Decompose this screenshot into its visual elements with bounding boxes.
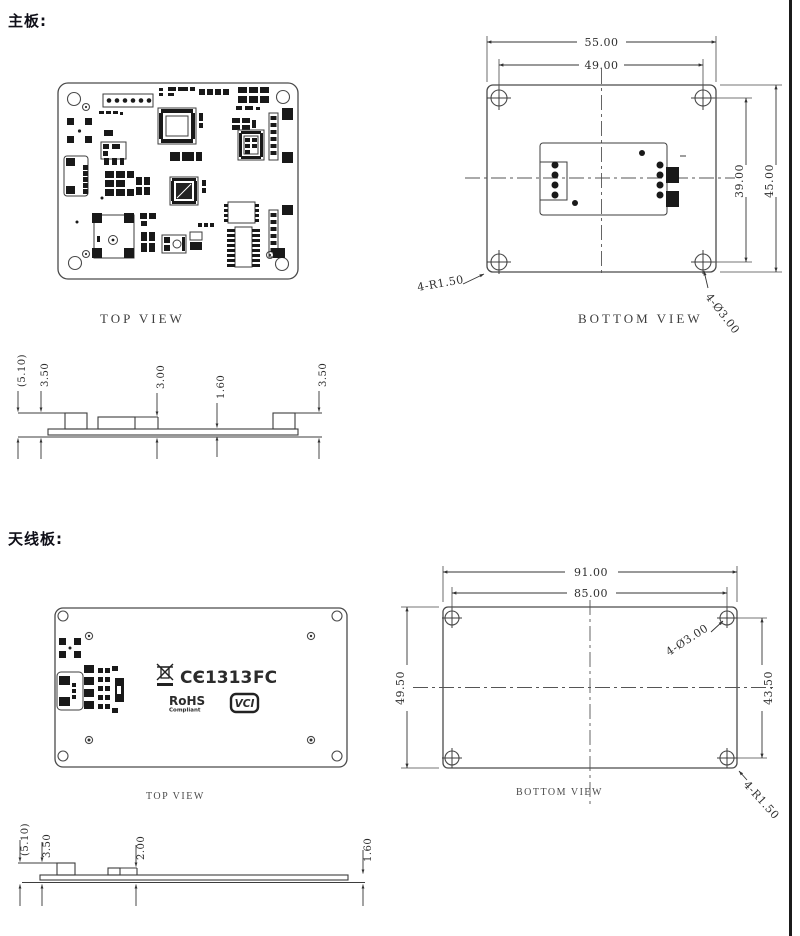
dim-mb-profile-pcb: 1.60	[216, 375, 227, 399]
mainboard-bottom-view-drawing: 55.00 49.00 39.00 45.00 4-R1.50 4-Ø3.00	[416, 36, 782, 337]
dim-mb-profile-right: 3.50	[318, 363, 329, 387]
dim-mb-profile-mid: 3.00	[156, 365, 167, 389]
dim-mb-profile-overall: (5.10)	[17, 354, 28, 387]
mainboard-mounting-holes	[487, 86, 715, 274]
antenna-top-view-drawing: CЄ1313 FC RoHS Compliant VCI	[54, 607, 348, 768]
mainboard-title: 主板:	[8, 12, 47, 30]
mainboard-bottom-view-label: BOTTOM VIEW	[578, 311, 703, 326]
mainboard-corner-holes	[66, 89, 291, 272]
antenna-profile-outline	[18, 862, 365, 884]
dim-mainboard-overall-width: 55.00	[585, 36, 619, 49]
mainboard-bottom-connector	[539, 142, 686, 216]
dim-antenna-hole-span-v: 43.50	[762, 671, 775, 705]
dim-antenna-hole-diameter: 4-Ø3.00	[664, 622, 711, 659]
dim-mainboard-hole-span-v: 39.00	[733, 164, 746, 198]
vci-logo: VCI	[229, 692, 260, 714]
dim-ant-profile-left: 3.50	[42, 834, 53, 858]
dim-antenna-corner-radius: 4-R1.50	[741, 778, 782, 822]
dim-mb-profile-left: 3.50	[40, 363, 51, 387]
rohs-mark: RoHS	[169, 694, 205, 708]
mainboard-top-view-label: TOP VIEW	[100, 311, 185, 326]
mainboard-top-view-drawing	[57, 82, 299, 280]
antenna-pcb-components	[56, 638, 124, 713]
dim-antenna-hole-span-h: 85.00	[574, 587, 608, 600]
antenna-top-view-label: TOP VIEW	[146, 791, 205, 802]
dim-mainboard-corner-radius: 4-R1.50	[416, 273, 465, 294]
antenna-title: 天线板:	[8, 530, 63, 548]
dim-ant-profile-mid: 2.00	[136, 836, 147, 860]
dim-ant-profile-pcb: 1.60	[363, 838, 374, 862]
mainboard-pcb-components	[63, 87, 293, 268]
dim-mainboard-hole-diameter: 4-Ø3.00	[703, 291, 743, 337]
antenna-bottom-view-label: BOTTOM VIEW	[516, 787, 603, 798]
dim-antenna-overall-height: 49.50	[394, 671, 407, 705]
dim-mainboard-overall-height: 45.00	[763, 164, 776, 198]
fcc-mark-icon: FC	[253, 668, 277, 688]
ce-mark: CЄ1313	[180, 668, 252, 688]
antenna-profile-drawing: (5.10) 3.50 2.00 1.60	[18, 823, 374, 906]
page-right-border	[789, 0, 792, 936]
dim-ant-profile-overall: (5.10)	[20, 823, 31, 856]
dim-mainboard-hole-span-h: 49.00	[585, 59, 619, 72]
vci-mark: VCI	[235, 698, 255, 710]
antenna-corner-holes	[57, 610, 343, 762]
mainboard-profile-drawing: (5.10) 3.50 3.00 1.60 3.50	[16, 354, 329, 459]
rohs-sub-mark: Compliant	[169, 708, 201, 714]
mainboard-profile-outline	[18, 412, 322, 438]
weee-icon	[156, 663, 174, 686]
dim-antenna-overall-width: 91.00	[574, 566, 608, 579]
antenna-bottom-view-drawing: 91.00 85.00 49.50 43.50 4-Ø3.00 4-R1.50	[394, 566, 782, 822]
